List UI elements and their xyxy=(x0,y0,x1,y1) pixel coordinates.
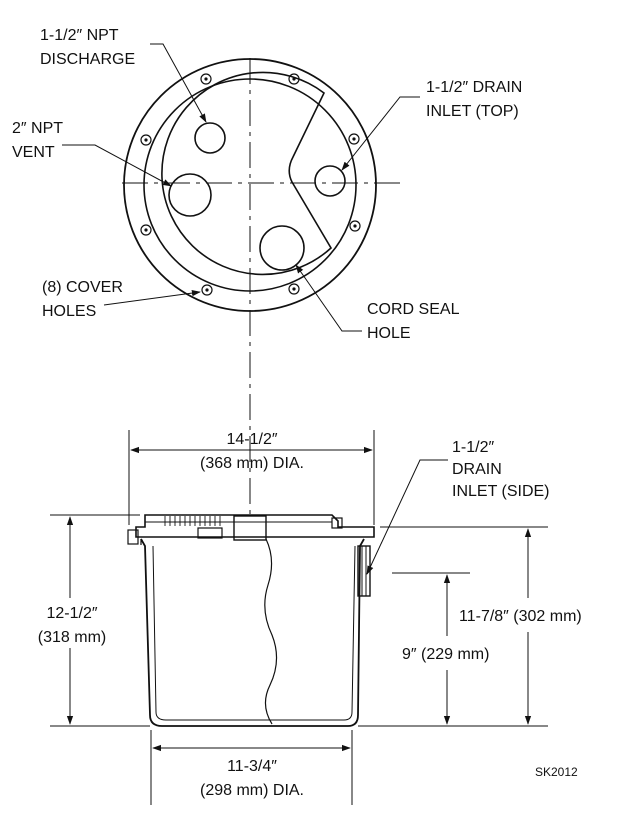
vent-leader xyxy=(62,144,172,187)
discharge-leader xyxy=(150,43,207,123)
discharge-port xyxy=(194,122,226,154)
top-diameter-label: 14-1/2″(368 mm) DIA. xyxy=(200,431,304,472)
drawing-id: SK2012 xyxy=(535,765,578,779)
drain-inlet-top-port xyxy=(314,165,346,197)
dimension-lines xyxy=(50,430,548,805)
drain-top-leader xyxy=(341,96,420,171)
cutaway-line xyxy=(264,538,278,725)
lid-ribs xyxy=(164,516,221,526)
body-height-label: 11-7/8″ (302 mm) xyxy=(459,608,582,625)
cover-hole xyxy=(288,283,300,295)
cord-seal-leader xyxy=(295,264,362,332)
cover-hole xyxy=(200,73,212,85)
cord-seal-port xyxy=(259,225,305,271)
lid-profile xyxy=(135,514,375,538)
vent-port xyxy=(168,173,212,217)
cover-holes xyxy=(140,73,361,296)
lid-latch-right xyxy=(331,517,343,529)
inlet-height-label: 9″ (229 mm) xyxy=(402,646,489,663)
cover-hole xyxy=(140,134,152,146)
drain-side-leader xyxy=(366,459,448,575)
lid-fitting xyxy=(233,515,267,541)
cover-holes-leader xyxy=(103,289,201,306)
cover-hole xyxy=(140,224,152,236)
basin-body xyxy=(140,538,365,727)
cover-hole xyxy=(349,220,361,232)
cover-hole xyxy=(201,284,213,296)
cover-hole xyxy=(348,133,360,145)
lid-latch-left xyxy=(127,529,139,545)
bottom-diameter-label: 11-3/4″(298 mm) DIA. xyxy=(200,758,304,799)
overall-height-label: 12-1/2″(318 mm) xyxy=(38,605,106,646)
side-view xyxy=(127,514,375,727)
top-view xyxy=(62,43,420,515)
cover-lid-outline xyxy=(161,71,333,276)
lid-fitting-small xyxy=(197,527,223,539)
cover-hole xyxy=(288,73,300,85)
